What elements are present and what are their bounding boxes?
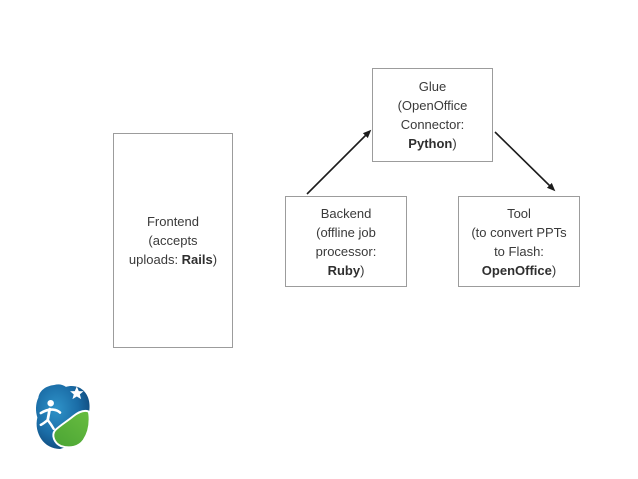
- node-frontend-line1: Frontend: [146, 214, 200, 229]
- node-backend-line3: processor:: [315, 243, 377, 259]
- node-backend[interactable]: Backend (offline job processor: Ruby): [285, 196, 407, 287]
- person-icon: [39, 399, 62, 431]
- node-glue-line1: Glue: [418, 79, 447, 94]
- node-backend-line4: Ruby): [327, 262, 365, 278]
- node-frontend[interactable]: Frontend (accepts uploads: Rails): [113, 133, 233, 348]
- logo-green-blob: [52, 409, 91, 449]
- company-logo-graphic: [35, 384, 91, 450]
- node-tool-line3: to Flash:: [494, 243, 544, 259]
- node-frontend-line3: uploads: Rails): [128, 252, 218, 267]
- arrow-glue-to-tool: [494, 131, 556, 192]
- company-logo: [33, 382, 93, 451]
- node-glue-line4: Python): [408, 136, 457, 151]
- node-glue[interactable]: Glue (OpenOffice Connector: Python): [372, 68, 493, 162]
- node-tool-line2: (to convert PPTs: [471, 224, 567, 240]
- node-tool[interactable]: Tool (to convert PPTs to Flash: OpenOffi…: [458, 196, 580, 287]
- node-tool-line1: Tool: [507, 205, 531, 221]
- star-icon: [70, 386, 84, 400]
- node-frontend-line2: (accepts: [148, 233, 198, 248]
- node-tool-line4: OpenOffice): [481, 262, 557, 278]
- arrow-backend-to-glue: [306, 129, 372, 195]
- node-glue-line2: (OpenOffice: [397, 98, 468, 113]
- node-backend-line1: Backend: [320, 205, 372, 221]
- node-backend-line2: (offline job: [316, 224, 376, 240]
- node-glue-line3: Connector:: [400, 117, 465, 132]
